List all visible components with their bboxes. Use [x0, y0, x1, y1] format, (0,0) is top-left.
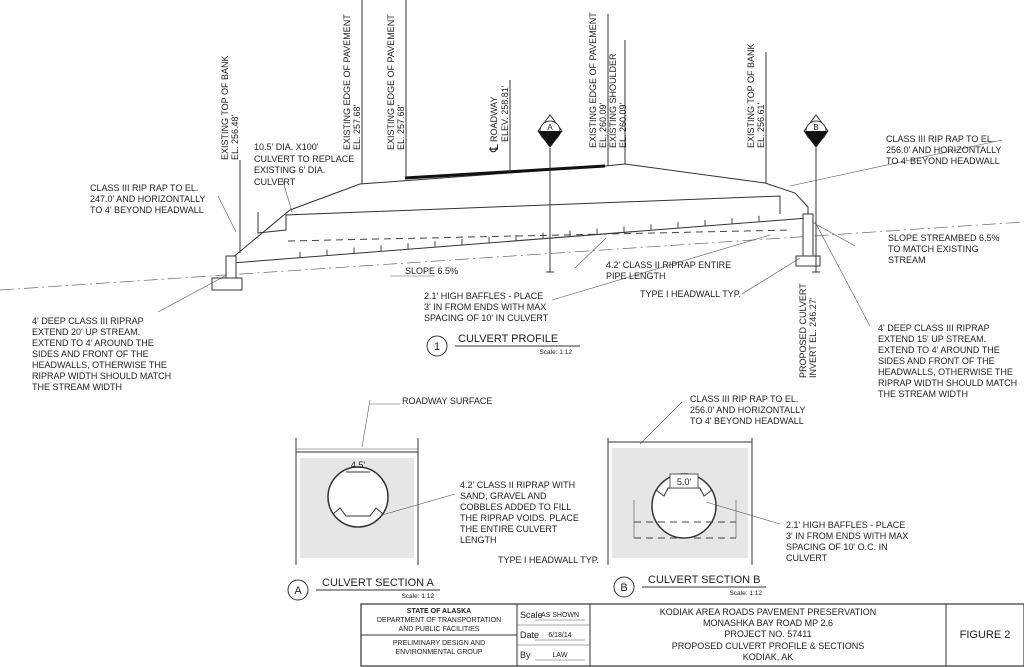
tb-department-2: AND PUBLIC FACILITIES	[399, 626, 480, 633]
note-riprap-right: CLASS III RIP RAP TO EL. 256.0' AND HORI…	[886, 134, 1004, 166]
section-b-title-letter: B	[620, 582, 627, 594]
tb-group-2: ENVIRONMENTAL GROUP	[395, 649, 482, 656]
profile-scale: Scale: 1:12	[539, 349, 572, 356]
section-a-dim: 4.5'	[351, 460, 366, 470]
roadway-el: ELEV. 258.81'	[500, 85, 510, 142]
stream-line	[0, 221, 1024, 291]
edge-pave-2-el: EL. 257.68'	[396, 104, 406, 150]
tb-project-2: MONASHKA BAY ROAD MP 2.6	[703, 618, 833, 628]
section-a-scale: Scale: 1:12	[401, 593, 434, 600]
culvert-crown	[257, 195, 781, 234]
culvert-profile: A - B - EXISTING TOP OF BANK EL. 256.48'…	[0, 0, 1024, 399]
tb-by-label: By	[520, 650, 531, 660]
tb-state: STATE OF ALASKA	[407, 608, 471, 615]
headwall-right-footing	[795, 255, 821, 267]
edge-pave-1-el: EL. 257.68'	[352, 104, 362, 150]
note-culvert-replace: 10.5' DIA. X100' CULVERT TO REPLACE EXIS…	[254, 142, 357, 187]
tb-date-value: 6/18/14	[548, 632, 571, 639]
top-bank-left-label: EXISTING TOP OF BANK	[220, 55, 230, 160]
section-a-riprap-note: 4.2' CLASS II RIPRAP WITH SAND, GRAVEL A…	[460, 480, 581, 545]
tb-group-1: PRELIMINARY DESIGN AND	[393, 640, 485, 647]
section-a-marker-sheet: -	[549, 135, 552, 142]
headwall-left	[225, 255, 237, 279]
tb-project-3: PROJECT NO. 57411	[724, 629, 811, 639]
section-a-marker[interactable]: A -	[537, 114, 563, 148]
edge-pave-1-label: EXISTING EDGE OF PAVEMENT	[342, 14, 352, 150]
note-headwall: TYPE I HEADWALL TYP.	[640, 289, 741, 299]
note-class2-riprap: 4.2' CLASS II RIPRAP ENTIRE PIPE LENGTH	[606, 260, 734, 281]
leaders	[157, 139, 1003, 327]
tb-project-1: KODIAK AREA ROADS PAVEMENT PRESERVATION	[660, 607, 877, 617]
roadway-pavement	[404, 164, 606, 180]
section-b-baffles-note: 2.1' HIGH BAFFLES - PLACE 3' IN FROM END…	[786, 520, 911, 563]
centerline-symbol: ℄	[487, 144, 501, 153]
headwall-right	[802, 213, 814, 261]
baffles	[299, 215, 760, 258]
section-a-title: CULVERT SECTION A	[322, 577, 435, 589]
note-deep-left: 4' DEEP CLASS III RIPRAP EXTEND 20' UP S…	[32, 316, 174, 392]
section-a-headwall: TYPE I HEADWALL TYP.	[498, 555, 599, 565]
roadway-surface-leader	[361, 399, 371, 448]
note-riprap-left: CLASS III RIP RAP TO EL. 247.0' AND HORI…	[90, 183, 208, 215]
tb-figure: FIGURE 2	[960, 629, 1011, 641]
profile-title-number: 1	[434, 341, 440, 353]
vertical-callouts: EXISTING TOP OF BANK EL. 256.48' EXISTIN…	[220, 0, 818, 378]
section-a-culvert-pipe	[327, 466, 389, 528]
culvert-section-b: 5.0' CLASS III RIP RAP TO EL. 256.0' AND…	[607, 394, 911, 598]
tb-scale-label: Scale	[520, 610, 543, 620]
section-a-title-letter: A	[294, 585, 302, 597]
tb-by-value: LAW	[553, 652, 568, 659]
section-b-marker[interactable]: B -	[803, 114, 829, 148]
section-a-marker-letter: A	[547, 123, 553, 132]
top-bank-right-el: EL. 256.61'	[756, 102, 766, 148]
proposed-culvert-label: PROPOSED CULVERT	[798, 283, 808, 378]
embankment-outline	[231, 163, 809, 259]
tb-date-label: Date	[520, 630, 539, 640]
culvert-section-a: ROADWAY SURFACE 4.5' 4.2' CLASS II RIPRA…	[287, 396, 633, 601]
culvert-invert	[231, 217, 809, 264]
tb-project-4: PROPOSED CULVERT PROFILE & SECTIONS	[672, 641, 865, 651]
edge-pave-3-label: EXISTING EDGE OF PAVEMENT	[588, 12, 598, 148]
section-b-marker-letter: B	[813, 123, 818, 132]
note-slope-streambed: SLOPE STREAMBED 6.5% TO MATCH EXISTING S…	[888, 233, 1002, 265]
section-b-dim: 5.0'	[677, 477, 692, 487]
profile-title-text: CULVERT PROFILE	[458, 333, 558, 345]
roadway-label: ROADWAY	[489, 96, 499, 142]
headwall-left-footing	[211, 277, 243, 291]
section-b-title: CULVERT SECTION B	[648, 574, 760, 586]
tb-scale-value: AS SHOWN	[541, 612, 579, 619]
section-b-scale: Scale: 1:12	[729, 590, 762, 597]
note-baffles: 2.1' HIGH BAFFLES - PLACE 3' IN FROM END…	[424, 291, 549, 323]
profile-title: 1 CULVERT PROFILE Scale: 1:12	[426, 333, 580, 357]
section-b-marker-sheet: -	[815, 135, 818, 142]
edge-pave-2-label: EXISTING EDGE OF PAVEMENT	[386, 14, 396, 150]
title-block: STATE OF ALASKA DEPARTMENT OF TRANSPORTA…	[360, 603, 1024, 667]
shoulder-label: EXISTING SHOULDER	[608, 53, 618, 148]
top-bank-right-label: EXISTING TOP OF BANK	[746, 43, 756, 148]
section-a-roadway-surface: ROADWAY SURFACE	[402, 396, 492, 406]
section-b-riprap-note: CLASS III RIP RAP TO EL. 256.0' AND HORI…	[690, 394, 808, 426]
edge-pave-3-el: EL. 260.09'	[598, 102, 608, 148]
tb-project-5: KODIAK, AK	[743, 652, 794, 662]
invert-el-label: INVERT EL. 246.27'	[808, 297, 818, 378]
tb-department-1: DEPARTMENT OF TRANSPORTATION	[377, 617, 501, 624]
shoulder-el: EL. 260.09'	[618, 102, 628, 148]
top-bank-left-el: EL. 256.48'	[230, 114, 240, 160]
note-slope: SLOPE 6.5%	[405, 266, 458, 276]
note-deep-right: 4' DEEP CLASS III RIPRAP EXTEND 15' UP S…	[878, 323, 1020, 399]
